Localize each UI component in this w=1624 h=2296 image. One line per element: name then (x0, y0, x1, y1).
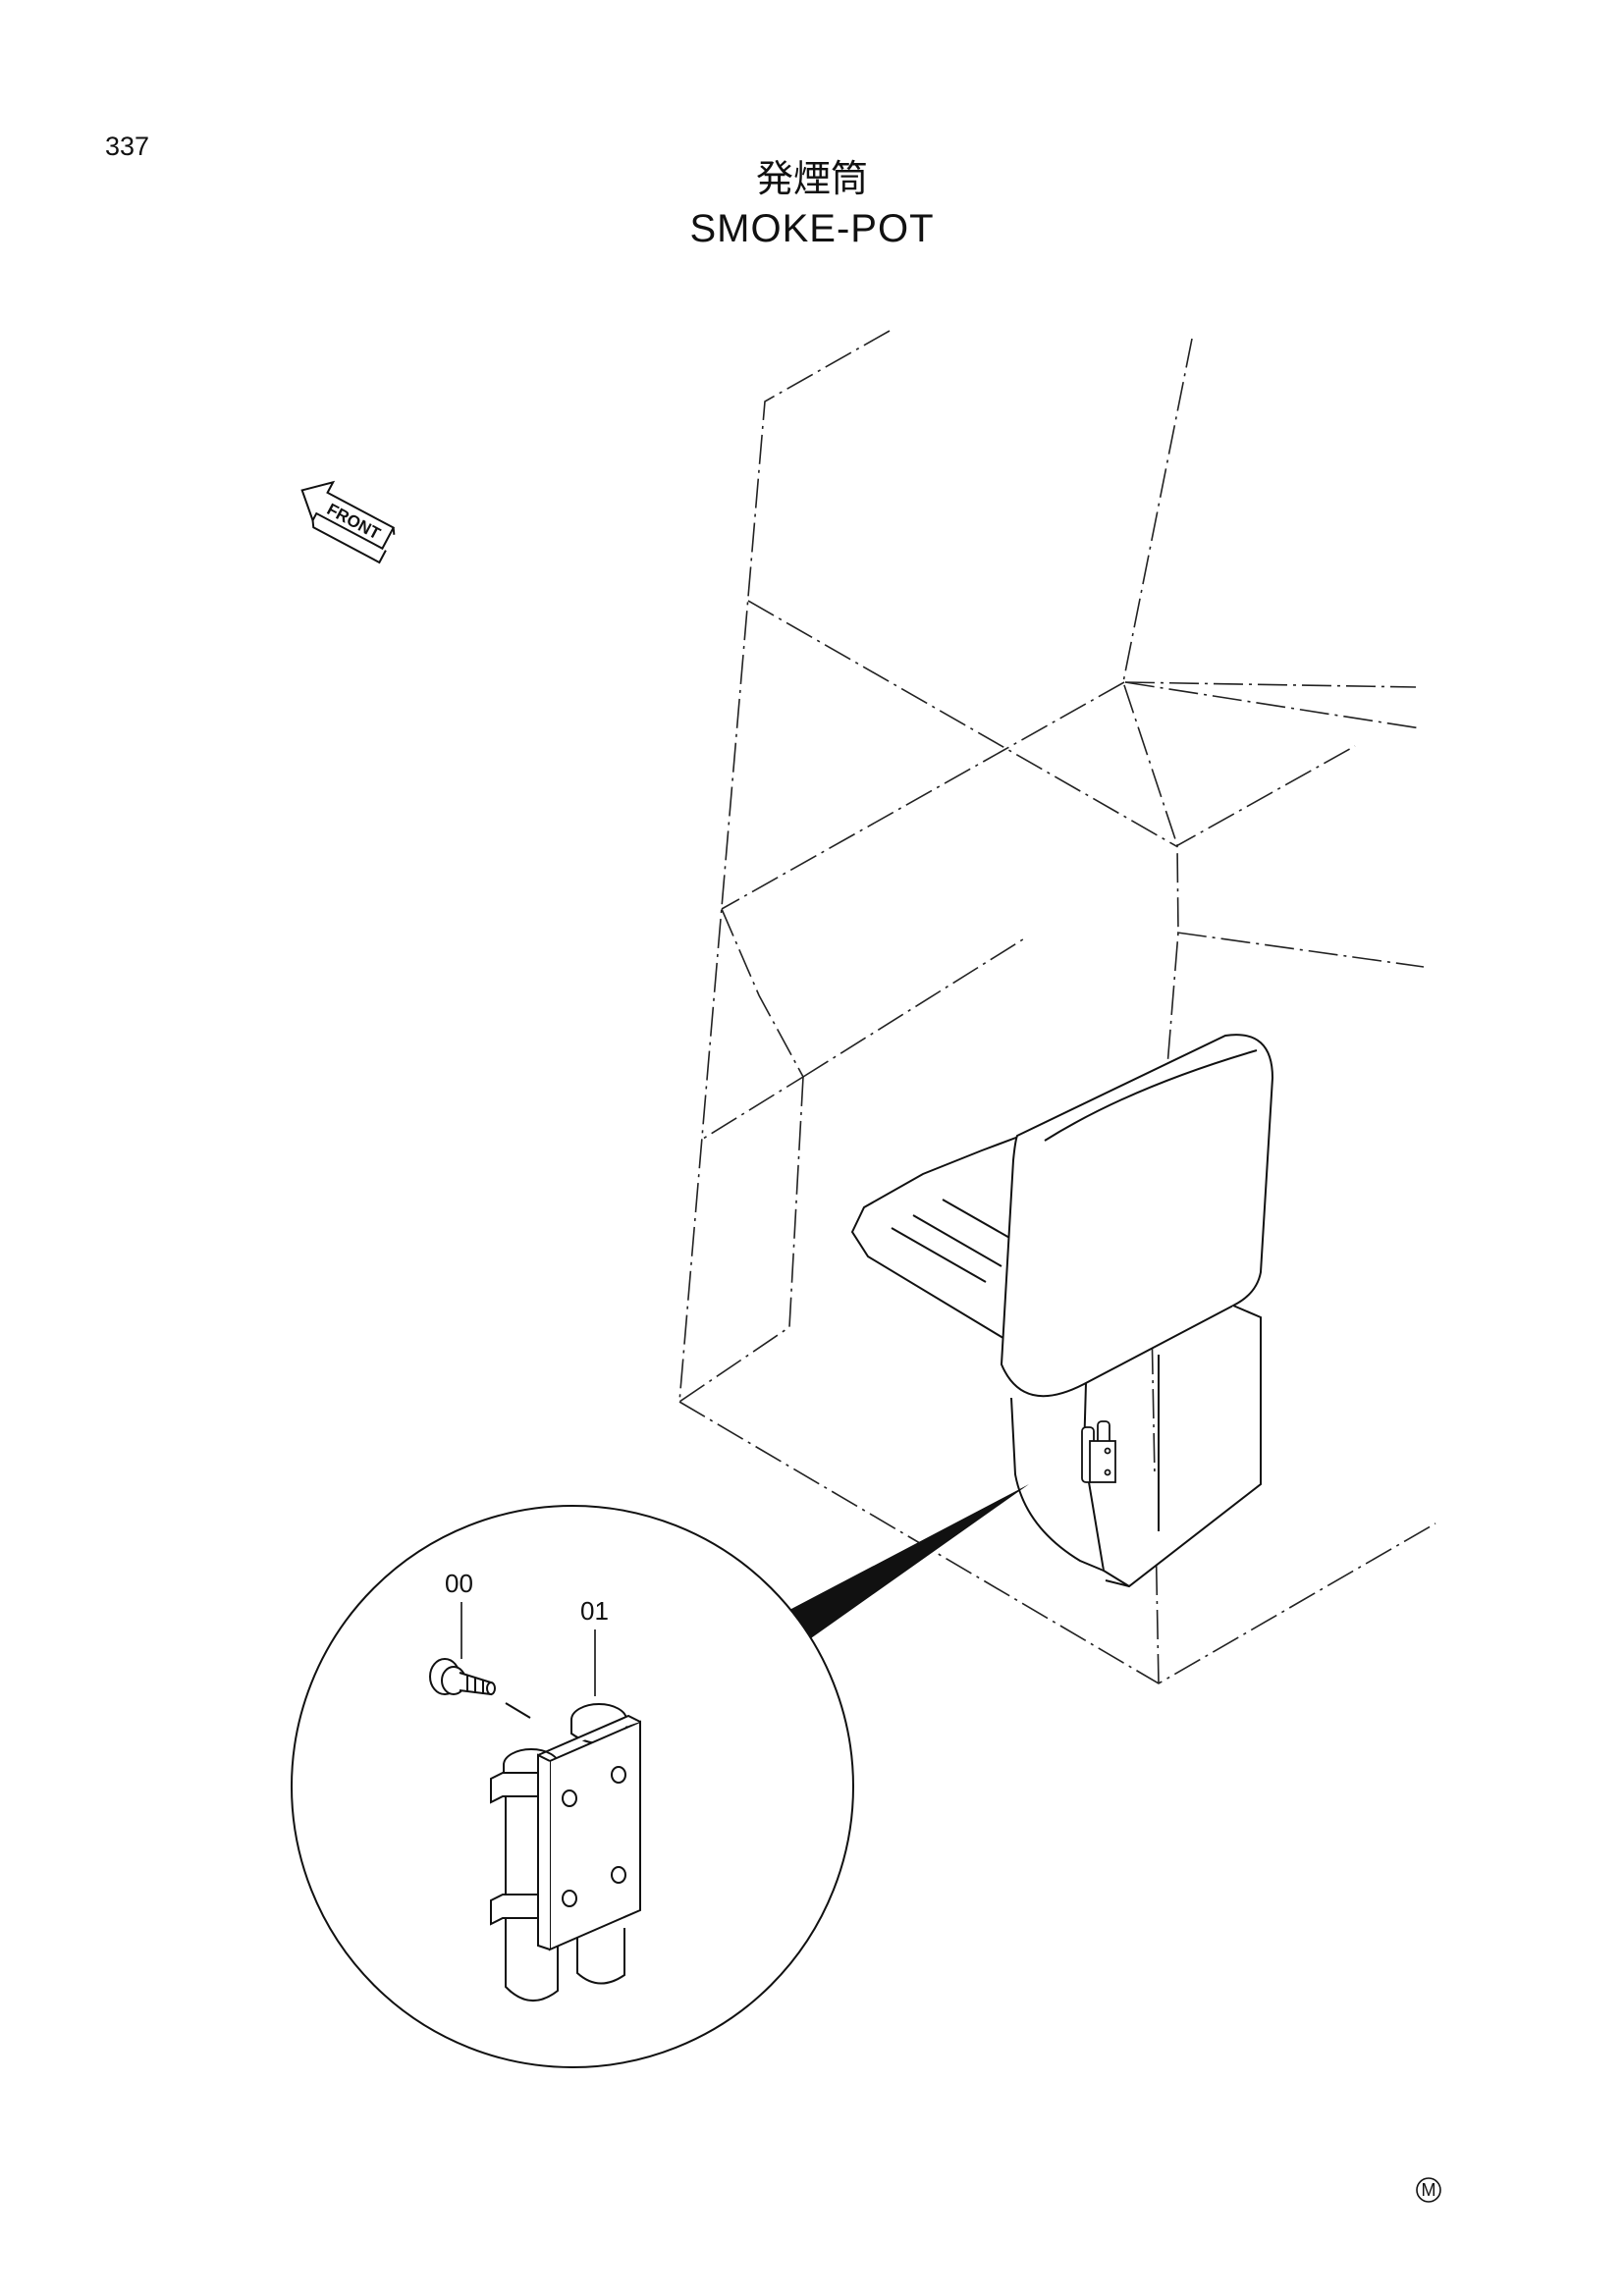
title-japanese: 発煙筒 (755, 157, 868, 200)
page-number: 337 (105, 132, 150, 161)
front-arrow-icon: FRONT (300, 480, 396, 564)
cab-outline (678, 330, 1436, 1684)
callout-bolt: 00 (445, 1569, 473, 1598)
assembly-line (505, 1702, 531, 1719)
footer-mark: M (1416, 2177, 1441, 2203)
detail-leader (752, 1484, 1029, 1669)
title-english: SMOKE-POT (689, 207, 935, 250)
bolt-part (429, 1658, 496, 1696)
footer-mark-label: M (1422, 2180, 1436, 2200)
smoke-pot-assembly (490, 1703, 641, 2002)
operator-seat (850, 1034, 1274, 1588)
smoke-pot-on-seat (1081, 1420, 1116, 1483)
callout-smoke-pot: 01 (580, 1596, 609, 1626)
title-block: 発煙筒 SMOKE-POT (0, 155, 1624, 255)
